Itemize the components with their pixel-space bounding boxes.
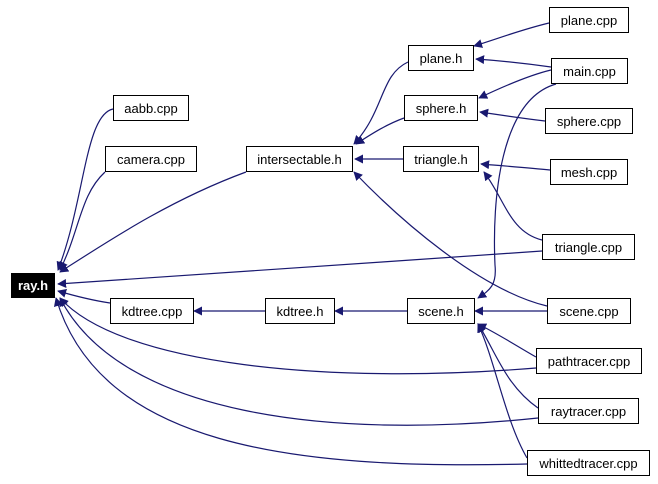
node-scene-cpp[interactable]: scene.cpp — [547, 298, 631, 324]
edge-scene-cpp-to-intersectable-h — [353, 171, 548, 307]
node-whittedtracer-cpp[interactable]: whittedtracer.cpp — [527, 450, 650, 476]
node-triangle-h[interactable]: triangle.h — [403, 146, 479, 172]
node-aabb-cpp[interactable]: aabb.cpp — [113, 95, 189, 121]
node-plane-cpp[interactable]: plane.cpp — [549, 7, 629, 33]
edge-intersectable-h-to-ray-h — [59, 171, 247, 273]
node-sphere-h[interactable]: sphere.h — [404, 95, 478, 121]
edge-main-cpp-to-plane-h — [475, 55, 552, 68]
edge-camera-cpp-to-ray-h — [59, 171, 106, 271]
node-scene-h[interactable]: scene.h — [407, 298, 475, 324]
node-sphere-cpp[interactable]: sphere.cpp — [545, 108, 633, 134]
edge-whittedtracer-cpp-to-scene-h — [477, 323, 528, 459]
node-plane-h[interactable]: plane.h — [408, 45, 474, 71]
edge-pathtracer-cpp-to-ray-h — [59, 297, 537, 375]
edge-pathtracer-cpp-to-scene-h — [477, 323, 537, 358]
node-triangle-cpp[interactable]: triangle.cpp — [542, 234, 635, 260]
node-kdtree-h[interactable]: kdtree.h — [265, 298, 335, 324]
edge-sphere-h-to-intersectable-h — [355, 117, 405, 145]
edge-aabb-cpp-to-ray-h — [56, 108, 114, 271]
edge-raytracer-cpp-to-ray-h — [59, 297, 539, 426]
edge-mesh-cpp-to-triangle-h — [480, 160, 551, 171]
node-kdtree-cpp[interactable]: kdtree.cpp — [110, 298, 194, 324]
edge-whittedtracer-cpp-to-ray-h — [54, 297, 528, 466]
node-mesh-cpp[interactable]: mesh.cpp — [550, 159, 628, 185]
edge-main-cpp-to-sphere-h — [478, 69, 552, 99]
edge-triangle-cpp-to-triangle-h — [483, 171, 543, 241]
edge-plane-cpp-to-plane-h — [473, 22, 550, 48]
edge-main-cpp-to-scene-h — [477, 83, 557, 299]
node-ray-h: ray.h — [11, 273, 55, 298]
edge-sphere-cpp-to-sphere-h — [479, 108, 546, 122]
node-raytracer-cpp[interactable]: raytracer.cpp — [538, 398, 639, 424]
dependency-edges — [54, 22, 557, 466]
node-camera-cpp[interactable]: camera.cpp — [105, 146, 197, 172]
node-intersectable-h[interactable]: intersectable.h — [246, 146, 353, 172]
edge-raytracer-cpp-to-scene-h — [477, 323, 539, 409]
edge-triangle-cpp-to-ray-h — [57, 250, 543, 288]
node-main-cpp[interactable]: main.cpp — [551, 58, 628, 84]
edge-kdtree-cpp-to-ray-h — [57, 288, 111, 304]
node-pathtracer-cpp[interactable]: pathtracer.cpp — [536, 348, 642, 374]
edge-plane-h-to-intersectable-h — [353, 61, 409, 145]
